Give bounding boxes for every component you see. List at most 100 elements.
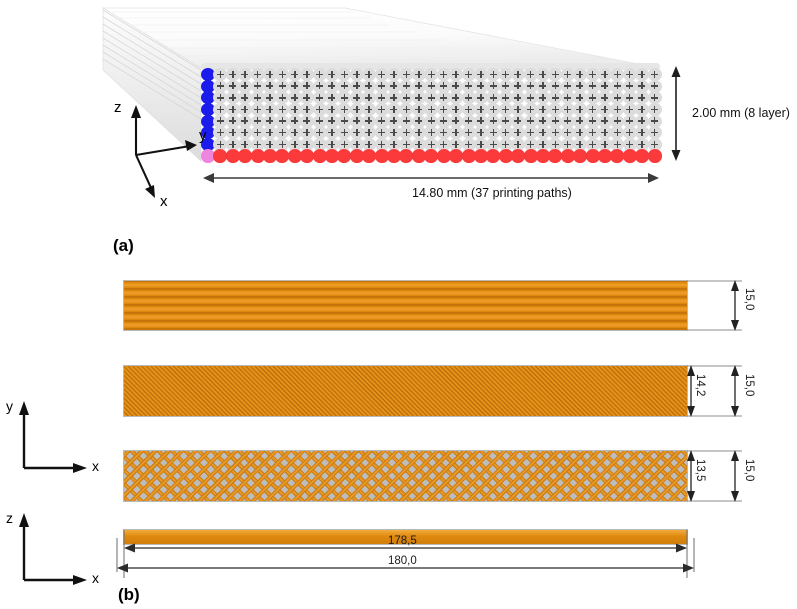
dim-label-strip2-height: 15,0 [743, 374, 755, 397]
mesh-node-cross-icon [241, 140, 249, 148]
mesh-node-cross-icon [266, 70, 274, 78]
mesh-node-cross-icon [353, 117, 361, 125]
panel-a: z y x 2.00 mm (8 layer) 14.80 mm (37 pri… [0, 0, 797, 258]
mesh-node-cross-icon [638, 128, 646, 136]
mesh-node-cross-icon [415, 82, 423, 90]
axis-label-y: y [199, 127, 207, 144]
mesh-node [287, 149, 302, 163]
mesh-node-cross-icon [551, 117, 559, 125]
mesh-node-cross-icon [390, 70, 398, 78]
mesh-node-cross-icon [439, 128, 447, 136]
mesh-node-cross-icon [353, 94, 361, 102]
mesh-node-cross-icon [576, 82, 584, 90]
mesh-node [511, 149, 526, 163]
mesh-node [238, 149, 253, 163]
mesh-node [312, 149, 327, 163]
mesh-node-cross-icon [501, 140, 509, 148]
mesh-node-cross-icon [638, 82, 646, 90]
mesh-node [635, 149, 650, 163]
mesh-node-cross-icon [377, 94, 385, 102]
mesh-node-cross-icon [266, 105, 274, 113]
mesh-node-cross-icon [588, 128, 596, 136]
mesh-node-cross-icon [514, 70, 522, 78]
mesh-node-cross-icon [489, 70, 497, 78]
mesh-node-cross-icon [229, 70, 236, 78]
mesh-node-cross-icon [340, 94, 348, 102]
mesh-node [263, 149, 278, 163]
mesh-node-cross-icon [638, 70, 646, 78]
prism-graphic [101, 7, 681, 198]
mesh-node-cross-icon [415, 128, 423, 136]
axis-triad-zx [22, 522, 78, 582]
mesh-node-cross-icon [291, 94, 299, 102]
dim-label-strip2-inner: 14,2 [694, 374, 706, 397]
mesh-node-cross-icon [291, 140, 299, 148]
axis-label-x: x [160, 193, 168, 210]
mesh-node-cross-icon [427, 70, 435, 78]
mesh-node [362, 149, 377, 163]
mesh-node-cross-icon [303, 117, 311, 125]
dim-label-strip3-inner: 13,5 [694, 459, 706, 482]
mesh-node [201, 137, 215, 151]
mesh-node-cross-icon [439, 140, 447, 148]
mesh-node-cross-icon [539, 128, 547, 136]
mesh-node-cross-icon [427, 94, 435, 102]
mesh-node-cross-icon [390, 140, 398, 148]
mesh-node [411, 149, 426, 163]
mesh-node-cross-icon [489, 140, 497, 148]
mesh-node-cross-icon [563, 82, 571, 90]
mesh-node-cross-icon [439, 70, 447, 78]
axis-label-y-panel-b: y [6, 398, 13, 414]
mesh-node [535, 149, 550, 163]
mesh-node-cross-icon [650, 128, 658, 136]
mesh-node-cross-icon [427, 117, 435, 125]
mesh-node-cross-icon [377, 82, 385, 90]
mesh-node-cross-icon [563, 140, 571, 148]
mesh-node-cross-icon [390, 105, 398, 113]
mesh-node-cross-icon [315, 128, 323, 136]
mesh-node-cross-icon [625, 70, 633, 78]
infill-pattern-solid [124, 530, 687, 544]
mesh-node-cross-icon [253, 140, 261, 148]
mesh-node-cross-icon [278, 82, 286, 90]
mesh-node-cross-icon [650, 70, 658, 78]
mesh-node-cross-icon [489, 128, 497, 136]
mesh-node-cross-icon [551, 82, 559, 90]
mesh-node-cross-icon [452, 128, 460, 136]
mesh-node-cross-icon [402, 94, 410, 102]
mesh-node-cross-icon [526, 128, 534, 136]
mesh-node-cross-icon [340, 128, 348, 136]
dim-label-length-inner: 178,5 [388, 535, 417, 547]
mesh-node [473, 149, 488, 163]
mesh-node-cross-icon [241, 70, 249, 78]
mesh-node-cross-icon [452, 105, 460, 113]
mesh-node [573, 149, 588, 163]
width-dimension-label: 14.80 mm (37 printing paths) [412, 186, 572, 200]
mesh-node-cross-icon [551, 94, 559, 102]
mesh-node-cross-icon [216, 128, 224, 136]
mesh-node-cross-icon [266, 117, 274, 125]
mesh-node-cross-icon [390, 117, 398, 125]
mesh-node [449, 149, 464, 163]
mesh-node-cross-icon [551, 128, 559, 136]
mesh-node-cross-icon [315, 140, 323, 148]
mesh-node-cross-icon [291, 117, 299, 125]
mesh-node-cross-icon [229, 94, 236, 102]
mesh-node-cross-icon [229, 128, 236, 136]
mesh-node-cross-icon [514, 117, 522, 125]
mesh-node-cross-icon [601, 82, 609, 90]
mesh-node-cross-icon [241, 117, 249, 125]
mesh-node-cross-icon [576, 128, 584, 136]
mesh-node-cross-icon [303, 82, 311, 90]
mesh-node [225, 149, 240, 163]
mesh-node-cross-icon [625, 128, 633, 136]
mesh-node-cross-icon [266, 94, 274, 102]
mesh-node-cross-icon [278, 128, 286, 136]
mesh-node [349, 149, 364, 163]
mesh-node-cross-icon [526, 70, 534, 78]
mesh-node-cross-icon [588, 117, 596, 125]
mesh-node-cross-icon [588, 82, 596, 90]
infill-pattern-diagonal [124, 366, 687, 416]
mesh-node-cross-icon [526, 117, 534, 125]
